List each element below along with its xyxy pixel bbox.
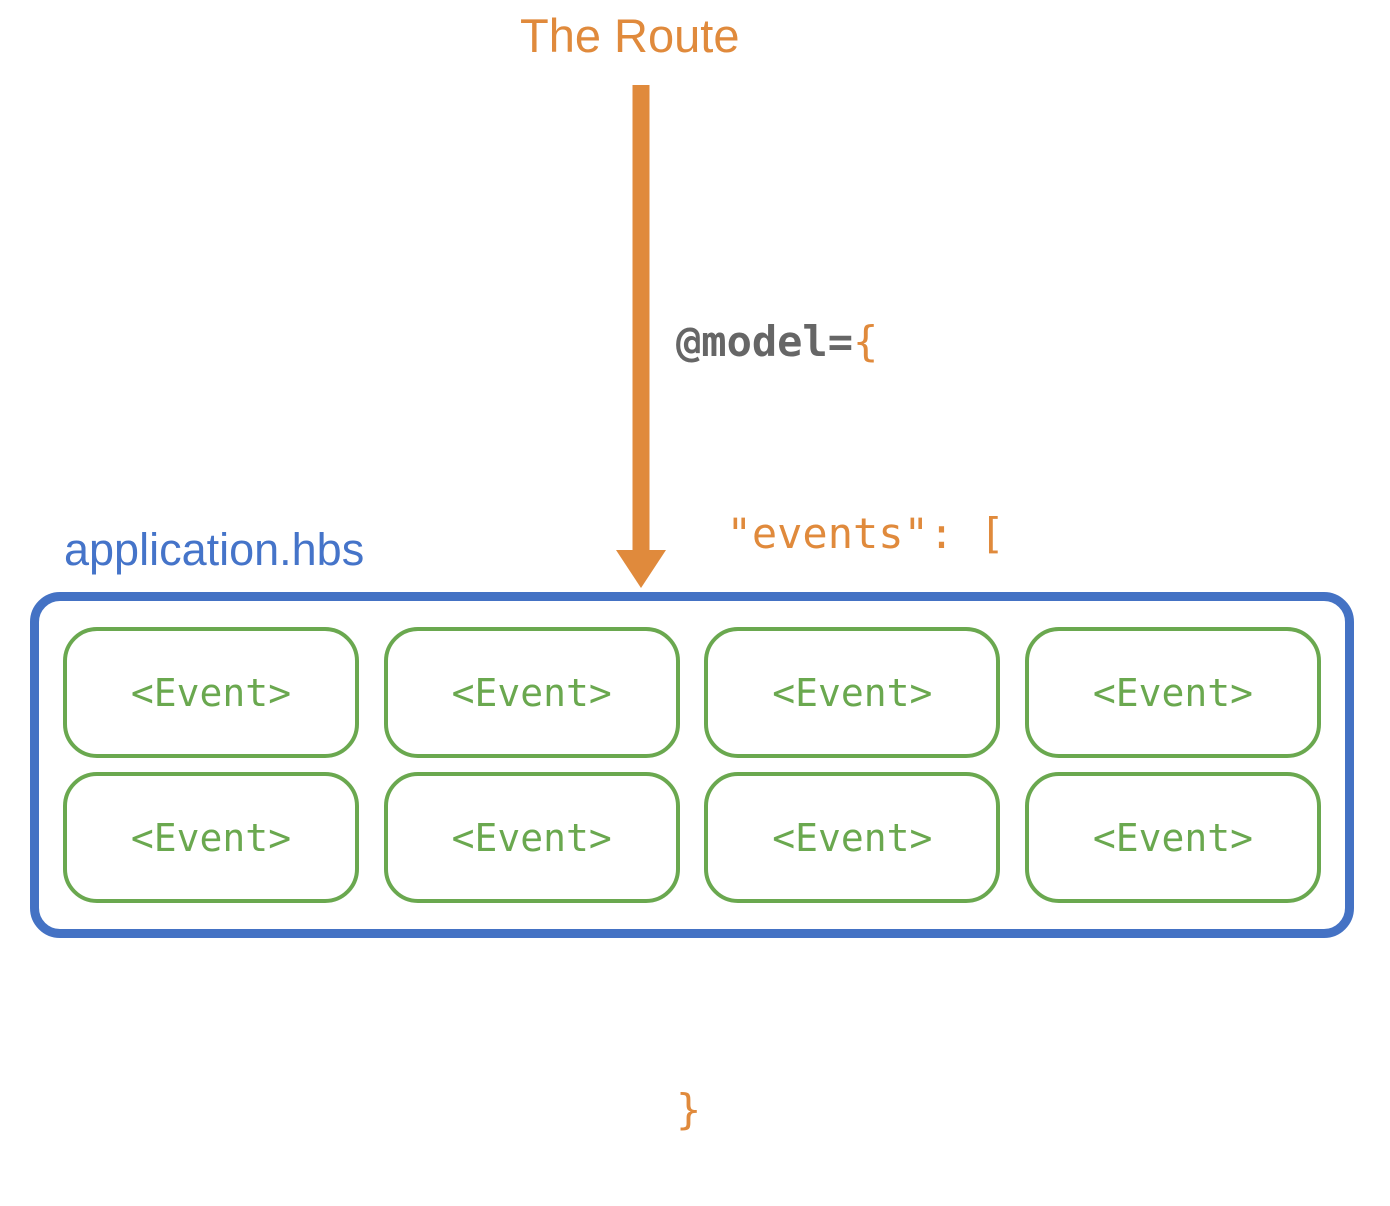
application-template-container: <Event> <Event> <Event> <Event> <Event> … bbox=[30, 592, 1354, 938]
event-component-label: <Event> bbox=[451, 815, 612, 860]
event-component-label: <Event> bbox=[772, 815, 933, 860]
event-row: <Event> <Event> <Event> <Event> bbox=[63, 627, 1321, 758]
code-token-open-brace: { bbox=[853, 317, 879, 366]
event-component-box[interactable]: <Event> bbox=[704, 772, 1001, 903]
event-component-box[interactable]: <Event> bbox=[1024, 627, 1321, 758]
event-component-box[interactable]: <Event> bbox=[1024, 772, 1321, 903]
event-component-label: <Event> bbox=[1092, 670, 1254, 715]
event-component-box[interactable]: <Event> bbox=[383, 772, 680, 903]
event-component-box[interactable]: <Event> bbox=[63, 772, 359, 903]
event-component-grid: <Event> <Event> <Event> <Event> <Event> … bbox=[63, 627, 1321, 903]
code-line-2: "events": [ bbox=[676, 502, 1005, 566]
code-indent-2 bbox=[676, 509, 727, 558]
code-line-1: @model={ bbox=[676, 310, 1005, 374]
template-file-label: application.hbs bbox=[64, 524, 365, 575]
code-token-colon-bracket: : [ bbox=[928, 509, 1005, 558]
event-component-label: <Event> bbox=[130, 670, 292, 715]
arrow-head bbox=[616, 550, 666, 588]
event-component-box[interactable]: <Event> bbox=[63, 627, 359, 758]
code-token-events-key: "events" bbox=[726, 509, 929, 558]
code-line-5: } bbox=[676, 1078, 1005, 1142]
event-component-label: <Event> bbox=[130, 815, 292, 860]
event-component-box[interactable]: <Event> bbox=[383, 627, 680, 758]
event-component-box[interactable]: <Event> bbox=[704, 627, 1001, 758]
event-component-label: <Event> bbox=[1092, 815, 1254, 860]
code-token-close-brace: } bbox=[676, 1085, 702, 1134]
event-row: <Event> <Event> <Event> <Event> bbox=[63, 772, 1321, 903]
route-title: The Route bbox=[520, 9, 740, 62]
code-token-model: @model= bbox=[676, 317, 854, 366]
event-component-label: <Event> bbox=[772, 670, 933, 715]
arrow-shaft bbox=[632, 85, 650, 555]
event-component-label: <Event> bbox=[451, 670, 612, 715]
